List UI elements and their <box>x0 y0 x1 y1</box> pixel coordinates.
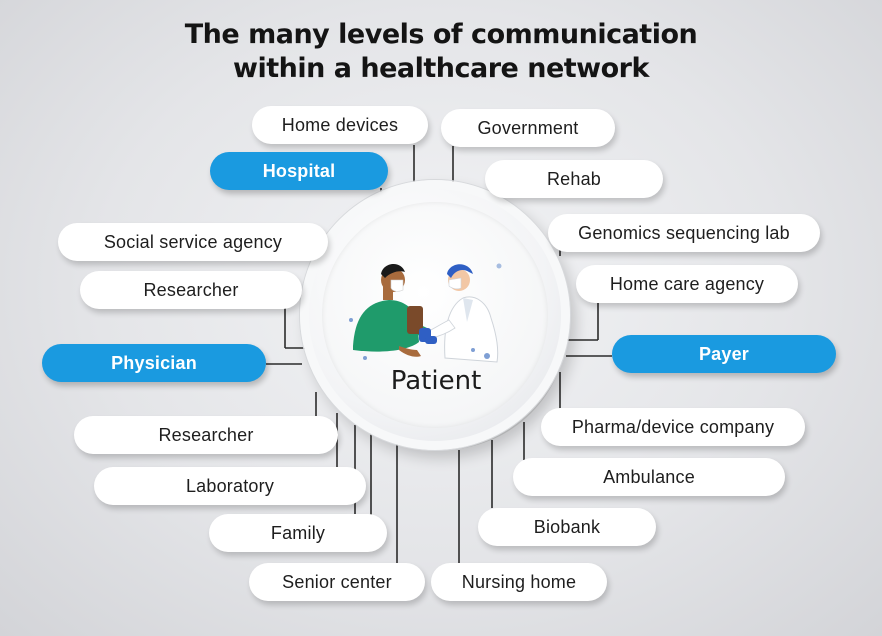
title-line-1: The many levels of communication <box>184 19 698 50</box>
node-pharma-device-company: Pharma/device company <box>541 408 805 446</box>
node-researcher-top: Researcher <box>80 271 302 309</box>
node-hospital: Hospital <box>210 152 388 190</box>
node-biobank: Biobank <box>478 508 656 546</box>
node-nursing-home: Nursing home <box>431 563 607 601</box>
node-home-devices: Home devices <box>252 106 428 144</box>
patient-hub-inner <box>322 202 548 428</box>
title-line-2: within a healthcare network <box>233 53 649 84</box>
node-payer: Payer <box>612 335 836 373</box>
node-home-care-agency: Home care agency <box>576 265 798 303</box>
node-social-service-agency: Social service agency <box>58 223 328 261</box>
node-family: Family <box>209 514 387 552</box>
node-rehab: Rehab <box>485 160 663 198</box>
node-genomics-sequencing-lab: Genomics sequencing lab <box>548 214 820 252</box>
patient-and-doctor-illustration-icon <box>349 263 502 363</box>
node-physician: Physician <box>42 344 266 382</box>
node-ambulance: Ambulance <box>513 458 785 496</box>
diagram-title: The many levels of communication within … <box>0 18 882 86</box>
patient-label: Patient <box>390 366 482 396</box>
node-laboratory: Laboratory <box>94 467 366 505</box>
node-government: Government <box>441 109 615 147</box>
node-researcher-bottom: Researcher <box>74 416 338 454</box>
node-senior-center: Senior center <box>249 563 425 601</box>
